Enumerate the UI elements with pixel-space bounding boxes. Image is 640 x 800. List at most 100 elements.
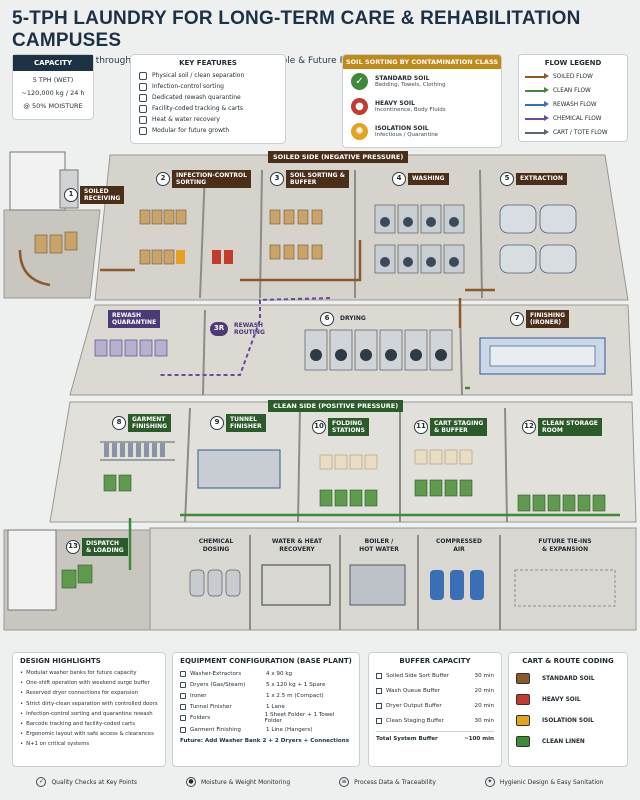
cart-code-label: STANDARD SOIL [542,675,595,682]
station-label-text: SOIL SORTING & BUFFER [290,172,345,187]
header: 5-TPH LAUNDRY FOR LONG-TERM CARE & REHAB… [12,8,628,66]
buffer-icon [376,672,382,679]
footer-label: Hygienic Design & Easy Sanitation [499,778,604,786]
dryer-icon [180,681,186,688]
soiled-flow-arrow [18,249,51,287]
washer-icon [180,670,186,677]
tunnel-icon [180,704,186,711]
feature-item: Physical soil / clean separation [139,70,277,81]
feature-item: Infection-control sorting [139,81,277,92]
highlight-item: Reserved dryer connections for expansion [20,688,158,698]
feature-label: Dedicated rewash quarantine [152,94,241,101]
cart-code-label: CLEAN LINEN [542,738,585,745]
feature-label: Modular for future growth [152,127,230,134]
buffer-time: 20 min [474,687,494,694]
station-label-text: FOLDING STATIONS [332,420,365,435]
heat-icon [139,115,147,124]
heat-recovery-piping [261,564,331,606]
station-label: FOLDING STATIONS [328,418,369,437]
station-label-text: GARMENT FINISHING [132,416,168,431]
station-label-text: CART STAGING & BUFFER [434,420,484,435]
station-label-text: EXTRACTION [520,175,563,183]
equipment-item: Folders [190,715,211,722]
station-number: 7 [510,312,524,327]
station-label-text: CLEAN STORAGE ROOM [542,420,598,435]
station-number: 6 [320,312,334,326]
station-label-text: REWASH ROUTING [234,322,265,337]
equipment-item: Tunnel Finisher [190,704,232,711]
buffer-time: 20 min [474,702,494,709]
station-number: 8 [112,416,126,431]
soiled-cart-group [34,209,323,265]
equipment-item: Ironer [190,692,207,699]
station-number: 5 [500,172,514,186]
legend-item: CART / TOTE FLOW [525,126,621,140]
legend-label: REWASH FLOW [553,102,597,108]
cart-coding-title: CART & ROUTE CODING [522,657,614,665]
droplet-icon: ● [351,98,368,115]
key-features-title: KEY FEATURES [179,59,237,67]
buffer-total-value: ~100 min [463,736,494,742]
legend-item: CHEMICAL FLOW [525,112,621,126]
station-label: FINISHING (IRONER) [526,310,570,329]
wall [479,169,483,299]
check-icon: ✓ [351,73,368,90]
utility-boiler: BOILER / HOT WATER [359,538,399,553]
station-label: DISPATCH & LOADING [82,538,128,557]
station-label: GARMENT FINISHING [128,414,172,433]
feature-label: Infection-control sorting [152,83,224,90]
highlight-item: Infection-control sorting and quarantine… [20,709,158,719]
legend-label: CART / TOTE FLOW [553,130,608,136]
capacity-line: ~120,000 kg / 24 h [21,89,85,97]
footer-label: Moisture & Weight Monitoring [200,778,291,786]
capacity-line: 5 TPH (WET) [32,76,74,84]
station-label-text: INFECTION-CONTROL SORTING [176,172,247,187]
equipment-spec: 1 x 2.5 m (Compact) [266,692,324,699]
biohazard-icon [139,82,147,91]
footer-item: ≡Process Data & Traceability [339,777,436,787]
cart-icon [516,673,530,684]
highlight-item: N+1 on critical systems [20,739,158,749]
utility-chemical-dosing: CHEMICAL DOSING [198,538,234,553]
buffer-icon [376,687,382,694]
truck-receiving [9,151,66,211]
cart-code-label: ISOLATION SOIL [542,717,594,724]
capacity-title: CAPACITY [13,55,93,71]
buffer-item: Clean Staging Buffer [386,717,444,724]
station-number: 4 [392,172,406,186]
cart-icon [516,715,530,726]
dryer-doors [310,349,447,361]
footer-label: Process Data & Traceability [354,778,436,786]
wall [184,407,191,523]
station-label: CART STAGING & BUFFER [430,418,488,437]
cart-icon [516,694,530,705]
buffer-total-label: Total System Buffer [376,736,438,742]
droplet-icon: ● [185,777,196,787]
utility-future-expansion: FUTURE TIE-INS & EXPANSION [538,538,592,553]
legend-item: REWASH FLOW [525,98,621,112]
page-title: 5-TPH LAUNDRY FOR LONG-TERM CARE & REHAB… [12,8,581,51]
soil-class-desc: Bedding, Towels, Clothing [375,82,446,88]
footer-item: ✓Quality Checks at Key Points [36,777,137,787]
soiled-flow-arrow [240,240,362,282]
equipment-panel: EQUIPMENT CONFIGURATION (BASE PLANT) Was… [172,652,360,767]
ironer-bed [489,345,596,367]
buffer-item: Dryer Output Buffer [386,702,442,709]
ironer-icon [180,692,186,699]
wall [504,407,508,523]
buffer-item: Soiled Side Sort Buffer [386,672,449,679]
station-label: SOILED RECEIVING [80,186,125,205]
station-extraction: 5 EXTRACTION [500,172,567,186]
clean-cart-group [61,474,606,589]
truck-dispatch [7,529,57,611]
cart-code-row: ISOLATION SOIL [516,710,620,731]
soil-class-desc: Infectious / Quarantine [375,132,439,138]
wall [297,407,301,523]
sparkle-icon: ✦ [484,777,495,787]
legend-label: CHEMICAL FLOW [553,116,602,122]
